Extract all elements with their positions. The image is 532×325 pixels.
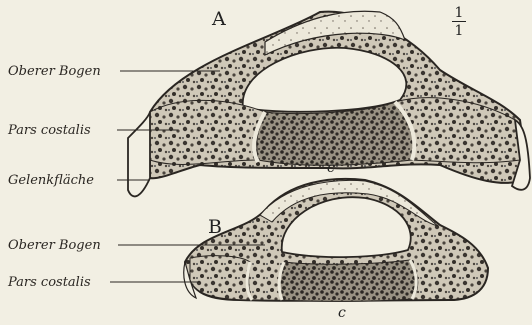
panel-b-pars-costalis-left [190,256,252,300]
panel-b-drawing [184,179,488,302]
panel-b-centrum [279,260,418,301]
scale-bar [452,21,466,22]
panel-a-joint-surface-left [128,112,150,196]
label-a-pars-costalis: Pars costalis [8,124,91,137]
label-b-upper-arch: Oberer Bogen [8,239,101,252]
panel-a-center-letter: c [327,161,335,175]
panel-a-letter: A [212,10,226,29]
label-a-upper-arch: Oberer Bogen [8,65,101,78]
scale-numerator: 1 [455,5,464,21]
panel-b-center-letter: c [338,306,346,320]
scale-fraction: 1 1 [452,6,466,38]
label-a-joint-surface: Gelenkfläche [8,174,94,187]
panel-a-pars-costalis-left [150,100,265,164]
panel-b-letter: B [208,218,222,237]
label-b-pars-costalis: Pars costalis [8,276,91,289]
scale-denominator: 1 [455,23,464,39]
